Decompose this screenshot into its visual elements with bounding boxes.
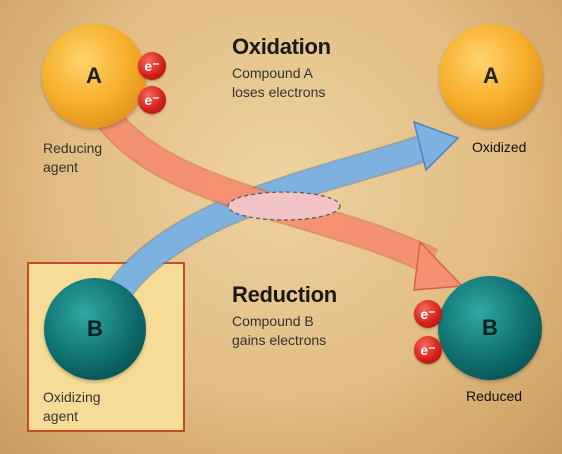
reducing-agent-label-line2: agent — [43, 159, 79, 175]
oxidizing-agent-label-line2: agent — [43, 408, 79, 424]
reduction-desc-line1: Compound B — [232, 313, 314, 329]
electron-a-bottom: e⁻ — [138, 86, 166, 114]
compound-a-sphere: A — [42, 24, 146, 128]
compound-b-reduced-symbol: B — [482, 315, 498, 340]
reducing-agent-label-line1: Reducing — [43, 140, 103, 156]
electron-b-bottom: e⁻ — [414, 336, 442, 364]
oxidized-label: Oxidized — [472, 139, 527, 155]
oxidizing-agent-label-line1: Oxidizing — [43, 389, 101, 405]
compound-a-oxidized-sphere: A — [439, 24, 543, 128]
compound-b-sphere: B — [44, 278, 146, 380]
electron-a-top: e⁻ — [138, 52, 166, 80]
reduction-title: Reduction — [232, 282, 337, 307]
oxidation-desc-line2: loses electrons — [232, 84, 326, 100]
compound-a-symbol: A — [86, 63, 102, 88]
oxidation-title: Oxidation — [232, 34, 331, 59]
oxidation-desc-line1: Compound A — [232, 65, 313, 81]
arrow-overlap-zone — [227, 191, 341, 221]
reduction-desc-line2: gains electrons — [232, 332, 327, 348]
compound-a-oxidized-symbol: A — [483, 63, 499, 88]
compound-b-symbol: B — [87, 316, 103, 341]
reduced-label: Reduced — [466, 388, 523, 404]
compound-b-reduced-sphere: B — [438, 276, 542, 380]
electron-b-top: e⁻ — [414, 300, 442, 328]
